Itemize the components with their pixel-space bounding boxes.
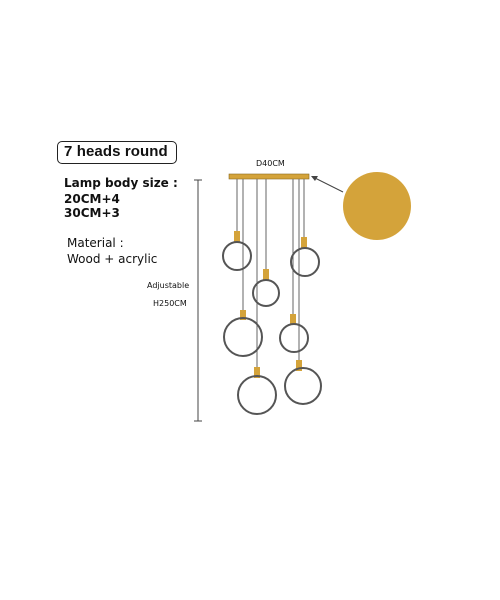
height-label: H250CM: [153, 299, 187, 308]
lamp-head-7: [284, 360, 322, 405]
material-value: Wood + acrylic: [67, 252, 158, 266]
suspension-wires: [236, 179, 305, 367]
product-title: 7 heads round: [57, 141, 177, 164]
detail-pointer-line: [312, 176, 344, 193]
adjustable-label: Adjustable: [147, 281, 190, 290]
lamp-size-value-30: 30CM+3: [64, 206, 120, 220]
lamp-head-4: [237, 367, 277, 415]
ceiling-plate: [228, 173, 310, 180]
detail-pointer-arrow: [311, 176, 318, 181]
lamp-head-3: [223, 310, 263, 357]
lamp-size-value-20: 20CM+4: [64, 192, 120, 206]
material-label: Material :: [67, 236, 124, 250]
diameter-label: D40CM: [256, 159, 285, 168]
lamp-head-5: [290, 237, 320, 277]
lamp-head-6: [279, 314, 309, 353]
lamp-head-1: [222, 231, 252, 271]
lamp-head-2: [252, 269, 280, 307]
canopy-detail-circle: [343, 172, 411, 240]
height-dimension-line: [194, 179, 202, 422]
lamp-size-label: Lamp body size :: [64, 176, 178, 190]
